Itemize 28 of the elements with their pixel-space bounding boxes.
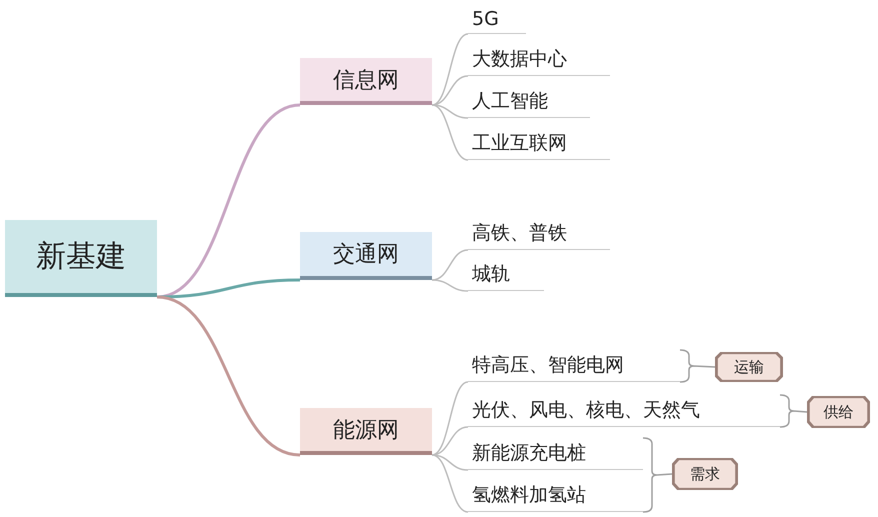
summary-tag: 供给 [807, 396, 870, 428]
branch-line [432, 75, 468, 106]
underlined-topic: 光伏、风电、核电、天然气 [468, 395, 780, 427]
underlined-topic: 特高压、智能电网 [468, 350, 680, 382]
branch-topic-box: 能源网 [300, 408, 432, 455]
branch-line [432, 249, 468, 281]
branch-line [432, 279, 468, 292]
underlined-topic: 氢燃料加氢站 [468, 480, 643, 512]
underlined-topic: 城轨 [468, 259, 544, 291]
branch-topic-box: 交通网 [300, 232, 432, 280]
summary-tag: 运输 [715, 352, 783, 382]
branch-line [156, 296, 300, 456]
underlined-topic: 工业互联网 [468, 128, 610, 160]
underlined-topic: 高铁、普铁 [468, 218, 610, 250]
summary-brace [642, 437, 673, 513]
branch-line [432, 381, 468, 456]
branch-line [432, 33, 468, 106]
summary-brace [779, 394, 808, 428]
root-topic-box: 新基建 [5, 220, 157, 297]
branch-topic-box: 信息网 [300, 58, 432, 105]
summary-brace [679, 349, 716, 383]
underlined-topic: 5G [468, 4, 526, 34]
underlined-topic: 人工智能 [468, 86, 590, 118]
underlined-topic: 大数据中心 [468, 44, 610, 76]
summary-tag: 需求 [672, 458, 738, 490]
underlined-topic: 新能源充电桩 [468, 438, 643, 470]
branch-line [432, 104, 468, 161]
branch-line [432, 454, 468, 513]
